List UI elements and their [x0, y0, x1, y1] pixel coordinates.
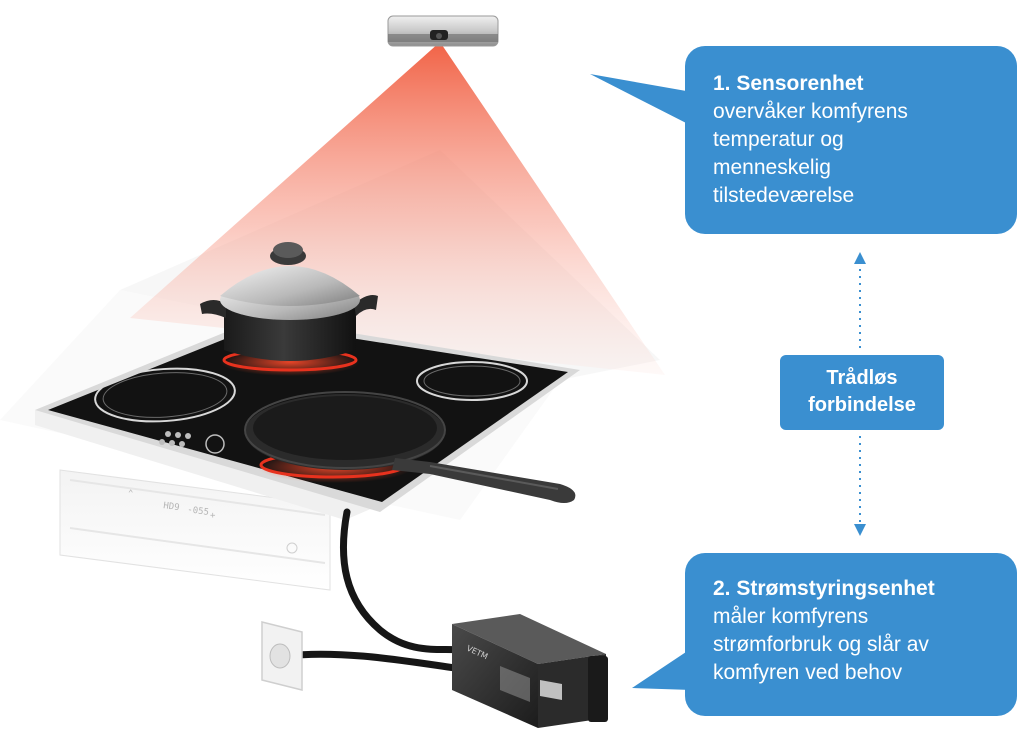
sensor-callout-line: tilstedeværelse [713, 184, 855, 207]
sensor-callout-line: overvåker komfyrens [713, 100, 908, 123]
pot [200, 242, 378, 376]
arrow-up-icon [854, 252, 866, 264]
power-callout-line: komfyren ved behov [713, 661, 903, 684]
power-callout-line: måler komfyrens [713, 605, 869, 628]
burner-right [416, 361, 528, 401]
wireless-label-line: forbindelse [808, 394, 916, 416]
power-callout-pointer [632, 648, 692, 690]
panel-readout-2: -055 [187, 505, 210, 518]
touch-controls [159, 431, 225, 454]
sensor-callout-pointer [590, 74, 692, 126]
arrow-down-icon [854, 524, 866, 536]
sensor-unit-callout: 1. Sensorenhet overvåker komfyrens tempe… [685, 46, 1017, 234]
stove-control-panel: HD9 -055 + ⌃ [128, 489, 298, 554]
frying-pan [244, 391, 576, 503]
panel-plus-icon: + [210, 511, 216, 521]
sensor-beam [130, 42, 665, 375]
power-callout-title: 2. Strømstyringsenhet [713, 577, 935, 600]
sensor-callout-line: menneskelig [713, 156, 831, 179]
sensor-callout-title: 1. Sensorenhet [713, 72, 864, 95]
wireless-link-arrows [854, 252, 866, 536]
panel-chevron-icon: ⌃ [128, 489, 133, 499]
wireless-connection-label: Trådløs forbindelse [780, 355, 944, 430]
stove-front: HD9 -055 + ⌃ [35, 410, 380, 591]
sensor-callout-line: temperatur og [713, 128, 844, 151]
burner-left [94, 367, 236, 423]
wireless-label-line: Trådløs [826, 367, 898, 389]
power-control-unit-callout: 2. Strømstyringsenhet måler komfyrens st… [685, 553, 1017, 716]
cables [281, 508, 464, 672]
wall-socket [261, 621, 303, 691]
power-callout-line: strømforbruk og slår av [713, 633, 929, 656]
panel-power-icon [286, 542, 298, 554]
panel-readout-1: HD9 [163, 501, 180, 513]
power-control-box: VETM [452, 614, 608, 728]
sensor-unit [387, 15, 499, 47]
